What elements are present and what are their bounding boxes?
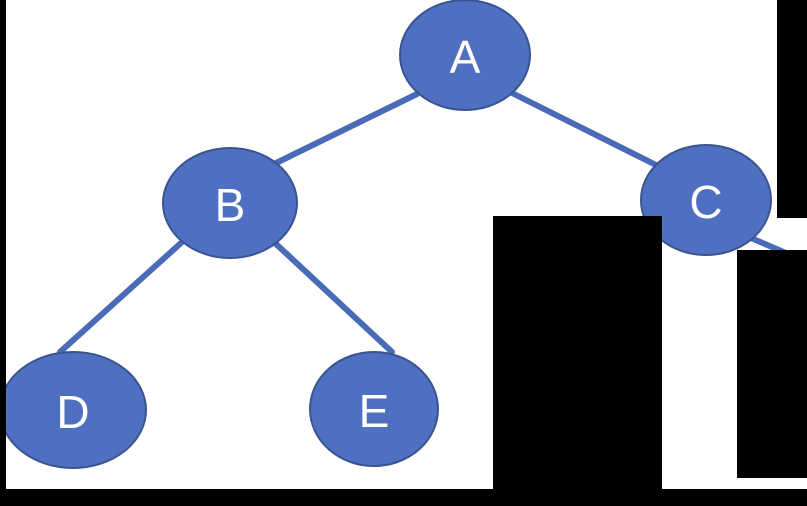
node-e-label: E: [359, 385, 390, 437]
node-e[interactable]: E: [309, 351, 439, 467]
node-d-shape[interactable]: [0, 351, 147, 469]
edge-a-b: [269, 91, 420, 168]
node-d-label: D: [56, 386, 89, 438]
edge-b-e: [272, 240, 395, 355]
node-c-label: C: [689, 176, 722, 228]
occluder-bottom-bar: [0, 489, 807, 506]
node-b-shape[interactable]: [162, 147, 298, 259]
node-b[interactable]: B: [162, 147, 298, 259]
occluder-left-edge-strip: [0, 0, 6, 506]
node-c[interactable]: C: [640, 144, 772, 256]
node-a-label: A: [450, 31, 481, 83]
occluder-center-block: [493, 216, 662, 490]
edge-group: [57, 90, 807, 355]
occluder-top-right-strip: [777, 0, 807, 218]
node-c-shape[interactable]: [640, 144, 772, 256]
node-d[interactable]: D: [0, 351, 147, 469]
node-b-label: B: [215, 179, 246, 231]
node-e-shape[interactable]: [309, 351, 439, 467]
edge-b-d: [57, 240, 184, 355]
node-a-shape[interactable]: [399, 0, 531, 111]
node-a[interactable]: A: [399, 0, 531, 111]
node-group: A B C D E: [0, 0, 772, 469]
edge-a-c: [509, 90, 663, 170]
occluder-right-block: [737, 250, 807, 478]
